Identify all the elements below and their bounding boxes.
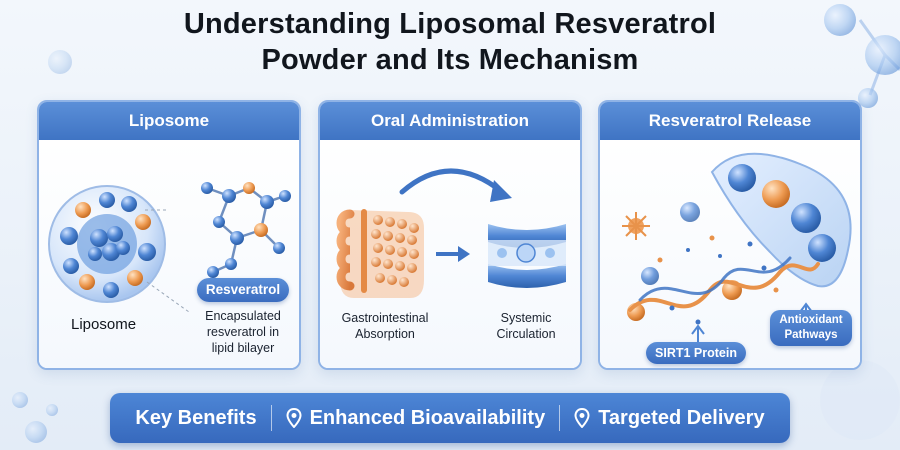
panel-oral-body: Gastrointestinal Absorption Systemic Cir… [320, 140, 580, 368]
systemic-circulation-label: Systemic Circulation [472, 310, 580, 342]
gi-line: Gastrointestinal [341, 311, 429, 325]
intestine-icon [336, 209, 424, 298]
virus-icon [622, 212, 650, 240]
divider [559, 405, 561, 431]
gi-absorption-label: Gastrointestinal Absorption [326, 310, 444, 342]
panel-oral-header: Oral Administration [320, 102, 580, 140]
panel-liposome: Liposome [37, 100, 301, 370]
antioxidant-line: Antioxidant [779, 314, 843, 326]
panel-release-body: SIRT1 Protein Antioxidant Pathways [600, 140, 860, 368]
panel-liposome-body: Liposome Resveratrol Encapsulated resver… [39, 140, 299, 368]
benefit-label: Key Benefits [135, 406, 257, 429]
antioxidant-line: Pathways [784, 329, 838, 341]
benefit-targeted-delivery: Targeted Delivery [574, 406, 765, 430]
panel-liposome-header: Liposome [39, 102, 299, 140]
divider [270, 405, 272, 431]
caption-line: Encapsulated [205, 309, 281, 323]
antioxidant-pathways-pill: Antioxidant Pathways [770, 310, 852, 346]
title-line-2: Powder and Its Mechanism [261, 44, 639, 76]
benefit-enhanced-bioavailability: Enhanced Bioavailability [286, 406, 546, 430]
panel-oral-administration: Oral Administration [318, 100, 582, 370]
resveratrol-release-illustration [622, 152, 852, 356]
panel-resveratrol-release: Resveratrol Release [598, 100, 862, 370]
circ-line: Circulation [496, 327, 556, 341]
resveratrol-caption: Encapsulated resveratrol in lipid bilaye… [185, 308, 299, 356]
right-arrow-icon [436, 246, 470, 262]
cell-icon [710, 152, 852, 288]
circ-line: Systemic [500, 311, 552, 325]
liposome-label: Liposome [71, 316, 137, 333]
location-pin-icon [286, 408, 302, 428]
gi-line: Absorption [355, 327, 415, 341]
curved-arrow-icon [399, 168, 505, 195]
benefit-label: Enhanced Bioavailability [309, 406, 546, 429]
protein-strand-icon [628, 262, 820, 312]
key-benefits-bar: Key Benefits Enhanced Bioavailability Ta… [110, 393, 790, 443]
benefit-label: Targeted Delivery [598, 406, 765, 429]
caption-line: lipid bilayer [211, 341, 275, 355]
page-title: Understanding Liposomal Resveratrol Powd… [0, 6, 900, 78]
caption-line: resveratrol in [206, 325, 280, 339]
resveratrol-pill: Resveratrol [197, 278, 289, 302]
sirt1-protein-pill: SIRT1 Protein [646, 342, 746, 364]
resveratrol-molecule-icon [201, 182, 291, 278]
blood-vessel-icon [488, 224, 566, 288]
title-line-1: Understanding Liposomal Resveratrol [183, 8, 717, 40]
benefit-key-benefits: Key Benefits [135, 407, 256, 430]
location-pin-icon [574, 408, 590, 428]
liposome-illustration [48, 182, 291, 313]
oral-administration-illustration [336, 168, 566, 298]
panel-release-header: Resveratrol Release [600, 102, 860, 140]
